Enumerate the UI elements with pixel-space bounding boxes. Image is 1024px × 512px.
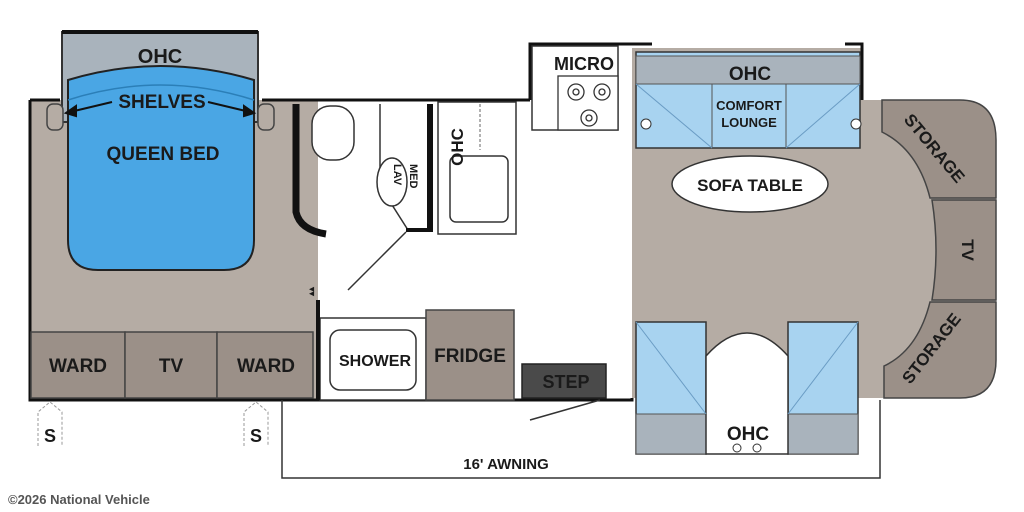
left-nightstand-icon (46, 103, 64, 131)
sofa-table (671, 155, 829, 213)
lounge-ohc (635, 55, 861, 85)
right-nightstand-icon (257, 103, 275, 131)
lounge-label: LOUNGE (721, 115, 777, 130)
sofa-table-label: SOFA TABLE (697, 176, 803, 195)
comfort-label: COMFORT (716, 98, 782, 113)
fridge-label: FRIDGE (434, 346, 506, 367)
shelves-label: SHELVES (118, 92, 205, 113)
step-label: STEP (542, 372, 589, 392)
queen-bed-label: QUEEN BED (107, 144, 220, 165)
slide-marker-left: S (37, 401, 63, 446)
bedroom-tv-label: TV (159, 356, 184, 377)
shelves-arrows (63, 101, 257, 118)
lounge-ohc-label: OHC (729, 64, 772, 85)
fridge (425, 309, 515, 401)
bedroom-cabinets (30, 331, 314, 399)
front-storage-bottom (883, 301, 997, 399)
front-storage-top (881, 99, 997, 199)
lav-sink-icon (376, 157, 408, 207)
stove-burners-icon (557, 75, 619, 131)
galley-sink-icon (449, 155, 509, 223)
awning-outline (281, 400, 881, 479)
entry-step (521, 363, 607, 399)
bath-door-swing (347, 231, 407, 291)
dinette-table (705, 332, 789, 455)
med-label: MED (407, 164, 419, 189)
svg-text:S: S (250, 426, 262, 446)
shower-label: SHOWER (339, 353, 411, 370)
lav-label: LAV (391, 164, 403, 186)
front-tv-label: TV (958, 239, 977, 261)
ward-right-label: WARD (237, 356, 295, 377)
bedroom-ohc-label: OHC (138, 46, 182, 68)
bath-curved-wall (292, 104, 327, 238)
queen-bed (67, 65, 255, 271)
ward-left-label: WARD (49, 356, 107, 377)
micro-label: MICRO (554, 54, 614, 74)
dinette-ohc-label: OHC (727, 424, 770, 445)
watermark: ©2026 National Vehicle (8, 492, 150, 507)
entry-door-swing (529, 399, 601, 421)
bath-wall-marker: ▴▴ (306, 286, 316, 297)
galley-ohc-label: OHC (448, 128, 467, 166)
slide-marker-right: S (243, 401, 269, 446)
toilet-icon (311, 105, 355, 161)
svg-text:S: S (44, 426, 56, 446)
front-tv-cabinet (931, 199, 997, 301)
awning-label: 16' AWNING (463, 456, 549, 473)
